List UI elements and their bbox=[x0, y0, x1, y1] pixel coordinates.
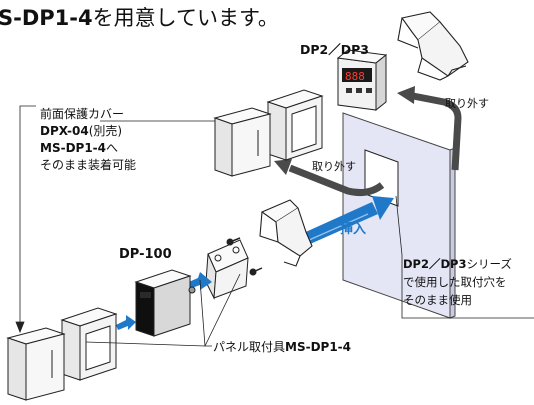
header-suffix: を用意しています。 bbox=[92, 6, 279, 30]
note-suffix: シリーズ bbox=[466, 257, 512, 271]
cover-compat-code: MS-DP1-4 bbox=[40, 141, 106, 155]
note-line2: で使用した取付穴を bbox=[403, 275, 507, 289]
remove-arrow-icon bbox=[412, 92, 462, 171]
insert-arrow-icon bbox=[116, 315, 136, 330]
note-line1: DP2／DP3シリーズ bbox=[403, 255, 512, 273]
cover-callout: 前面保護カバー DPX-04(別売) MS-DP1-4へ そのまま装着可能 bbox=[40, 106, 136, 174]
insert-label: 挿入 bbox=[340, 222, 367, 237]
panel-prefix: パネル取付具 bbox=[213, 340, 286, 354]
cover-line2: DPX-04(別売) bbox=[40, 123, 136, 140]
panel-code: MS-DP1-4 bbox=[285, 340, 352, 354]
dp23-bracket bbox=[397, 11, 469, 81]
ms-dp1-4-bracket bbox=[259, 199, 313, 267]
front-protective-cover-attached bbox=[6, 327, 66, 401]
remove-label-top: 取り外す bbox=[445, 97, 489, 110]
dp23-display bbox=[342, 68, 372, 82]
remove-label-middle: 取り外す bbox=[312, 160, 356, 173]
remove-arrow-icon bbox=[288, 164, 385, 196]
insert-arrow-icon bbox=[184, 272, 212, 290]
cover-sold: (別売) bbox=[88, 124, 123, 138]
insert-arrow-icon bbox=[288, 196, 394, 252]
panel-mounting-frame bbox=[60, 307, 118, 381]
note-code: DP2／DP3 bbox=[403, 257, 467, 271]
screw-icon bbox=[249, 267, 263, 276]
dp23-label: DP2／DP3 bbox=[300, 42, 369, 57]
leader-lines bbox=[15, 105, 534, 347]
header-part-code: S-DP1-4 bbox=[0, 6, 93, 30]
dp23-readout: 888 bbox=[345, 70, 365, 83]
dp23-frame bbox=[266, 89, 324, 161]
note-line3: そのまま使用 bbox=[403, 293, 472, 307]
cover-line3: MS-DP1-4へ bbox=[40, 140, 136, 157]
panel-bracket-label: パネル取付具MS-DP1-4 bbox=[213, 340, 351, 354]
front-protective-cover bbox=[213, 107, 272, 177]
screw-icon bbox=[226, 237, 241, 246]
header-text: S-DP1-4を用意しています。 bbox=[0, 6, 279, 31]
dp2-dp3-unit: 888 bbox=[336, 49, 388, 112]
cover-compat-suffix: へ bbox=[106, 141, 119, 155]
cover-line4: そのまま装着可能 bbox=[40, 158, 137, 172]
dp100-label: DP-100 bbox=[119, 247, 172, 262]
cover-code: DPX-04 bbox=[40, 124, 89, 138]
dp-100-unit bbox=[134, 269, 196, 337]
mounting-hole-note: DP2／DP3シリーズ で使用した取付穴を そのまま使用 bbox=[403, 255, 512, 309]
cover-line1: 前面保護カバー bbox=[40, 107, 125, 121]
mounting-plate bbox=[205, 239, 249, 300]
